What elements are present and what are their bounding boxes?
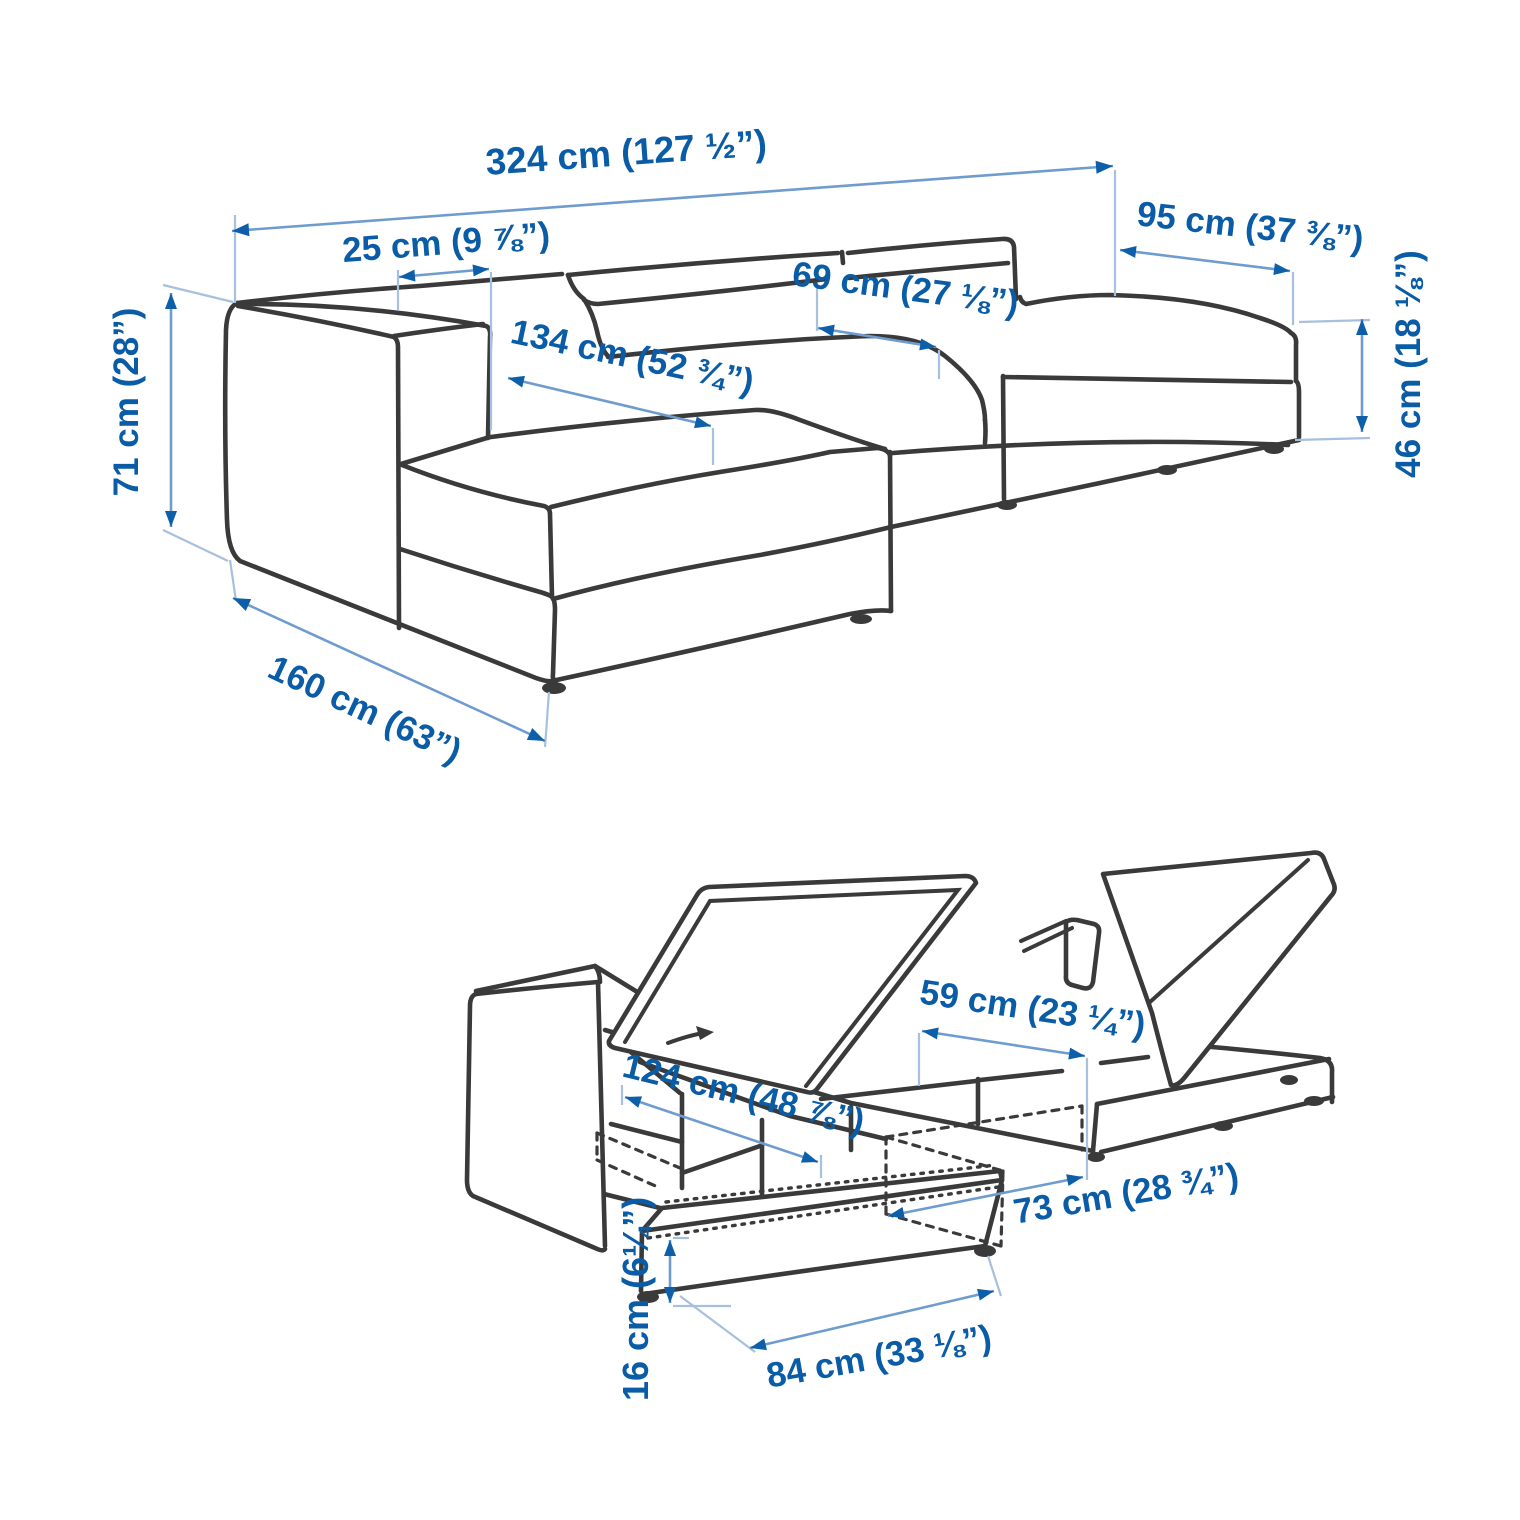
svg-text:46 cm (18 ⅛”): 46 cm (18 ⅛”) [1389,250,1428,478]
svg-text:16 cm (6¼”): 16 cm (6¼”) [615,1197,656,1401]
svg-text:71 cm (28”): 71 cm (28”) [107,308,146,497]
